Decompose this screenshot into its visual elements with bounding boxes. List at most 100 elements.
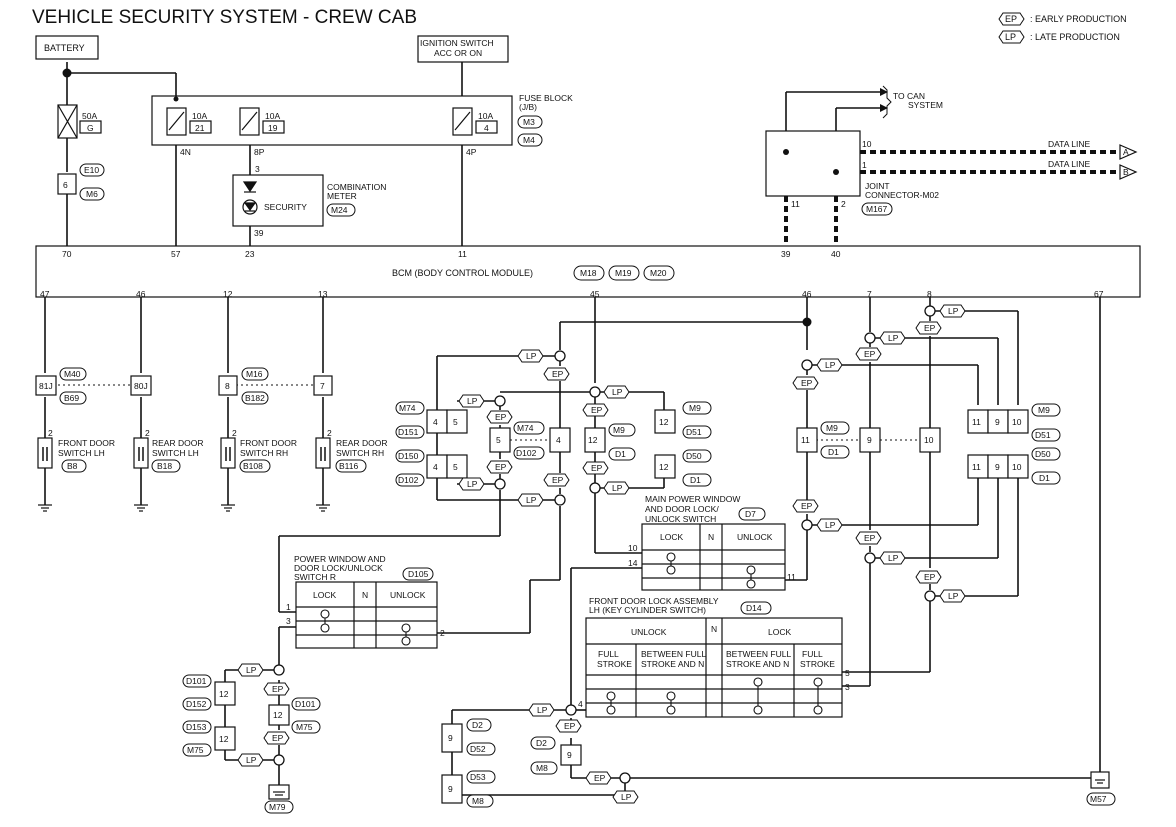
conn-b18: B18 [157,461,172,471]
main-switch-label-3: UNLOCK SWITCH [645,514,716,524]
tag-lp: LP [246,665,257,675]
bcm-pin-7: 7 [867,289,872,299]
tag-ep: EP [495,412,507,422]
meter-pin-top: 3 [255,164,260,174]
key-cyl-label-1: FRONT DOOR LOCK ASSEMBLY [589,596,719,606]
bg-label-d52: D52 [470,744,486,754]
cg-label-d50: D50 [686,451,702,461]
lg-pin-3: 4 [433,462,438,472]
ground-icon [38,504,52,512]
ll-right-m75: M75 [296,722,313,732]
fuse-block-conn-1: M3 [523,117,535,127]
fuse-50a-id: G [87,123,94,133]
ground-icon [316,504,330,512]
fdsl-pin: 2 [48,428,53,438]
ground-m79-label: M79 [269,802,286,812]
meter-label-1: COMBINATION [327,182,386,192]
tag-lp: LP [612,483,623,493]
lg-mid-conn-1: M74 [517,423,534,433]
main-switch-table [641,523,786,591]
rdsr-label-2: SWITCH RH [336,448,384,458]
key-cyl-c3a: BETWEEN FULL [726,649,791,659]
fuse-19-id: 19 [268,123,278,133]
key-cyl-pin-4: 4 [578,699,583,709]
diode-icon [242,181,258,193]
rdsr-label-1: REAR DOOR [336,438,387,448]
meter-label-2: METER [327,191,357,201]
bcm-pin-47: 47 [40,289,50,299]
conn-d151: D151 [398,427,419,437]
fuse-4-id: 4 [484,123,489,133]
pw-switch-pin-1: 1 [286,602,291,612]
conn-m40: M40 [64,369,81,379]
joint-label-1: JOINT [865,181,890,191]
tag-lp: LP [621,792,632,802]
security-label: SECURITY [264,202,307,212]
data-line-a-letter: A [1123,147,1129,157]
tag-ep: EP [564,721,576,731]
tag-ep: EP [801,378,813,388]
lg-pin-4b: 4 [556,435,561,445]
tag-ep: EP [864,533,876,543]
fuse-pin-4p: 4P [466,147,477,157]
pw-switch-pin-2: 2 [440,628,445,638]
rg-row-conn-m9: M9 [826,423,838,433]
lg-pin-2: 5 [453,417,458,427]
main-switch-pin-14: 14 [628,558,638,568]
ll-label-d152: D152 [186,699,207,709]
bcm-pin-13: 13 [318,289,328,299]
bcm-conn-m20: M20 [650,268,667,278]
tag-lp: LP [537,705,548,715]
pw-switch-unlock: UNLOCK [390,590,426,600]
bg-mid-conn-d2: D2 [536,738,547,748]
bcm-pin-67: 67 [1094,289,1104,299]
conn-b69: B69 [64,393,79,403]
fdsr-pin: 2 [232,428,237,438]
conn-81j: 81J [39,381,53,391]
joint-pin-10: 10 [862,139,872,149]
tag-ep: EP [594,773,606,783]
rg-pin-t2: 9 [995,417,1000,427]
main-switch-lock: LOCK [660,532,683,542]
key-cyl-c2a: BETWEEN FULL [641,649,706,659]
fdsl-label-2: SWITCH LH [58,448,105,458]
key-cyl-c3b: STROKE AND N [726,659,789,669]
bcm-pin-46a: 46 [136,289,146,299]
rdsl-label-1: REAR DOOR [152,438,203,448]
pw-switch-label-2: DOOR LOCK/UNLOCK [294,563,383,573]
key-cyl-c1a: FULL [598,649,619,659]
ignition-box [417,35,509,63]
conn-80j: 80J [134,381,148,391]
fuse-50a-amp: 50A [82,111,97,121]
tag-lp: LP [948,306,959,316]
conn-e10: E10 [84,165,99,175]
key-cyl-pin-5: 5 [845,668,850,678]
cg-right-pin-2: 12 [659,462,669,472]
fuse-4-amp: 10A [478,111,493,121]
ground-icon [134,504,148,512]
cg-label-d51: D51 [686,427,702,437]
ll-pin-a: 12 [219,689,229,699]
rdsl-label-2: SWITCH LH [152,448,199,458]
ignition-label-2: ACC OR ON [434,48,482,58]
joint-conn: M167 [866,204,888,214]
conn-b116: B116 [339,461,358,471]
data-line-a-label: DATA LINE [1048,139,1091,149]
key-cyl-c4a: FULL [802,649,823,659]
bcm-pin-8: 8 [927,289,932,299]
bcm-pin-23: 23 [245,249,255,259]
joint-pin-1: 1 [862,160,867,170]
ground-icon [221,504,235,512]
bg-pin-2: 9 [448,784,453,794]
lg-pin-1: 4 [433,417,438,427]
ll-pin-b: 12 [219,734,229,744]
conn-m16: M16 [246,369,263,379]
cg-conn-d1: D1 [615,449,626,459]
conn-b108: B108 [243,461,263,471]
tag-ep: EP [924,323,936,333]
main-switch-unlock: UNLOCK [737,532,773,542]
joint-pin-11: 11 [791,199,800,209]
key-cyl-c1b: STROKE [597,659,632,669]
tag-lp: LP [825,360,836,370]
bcm-pin-45: 45 [590,289,600,299]
